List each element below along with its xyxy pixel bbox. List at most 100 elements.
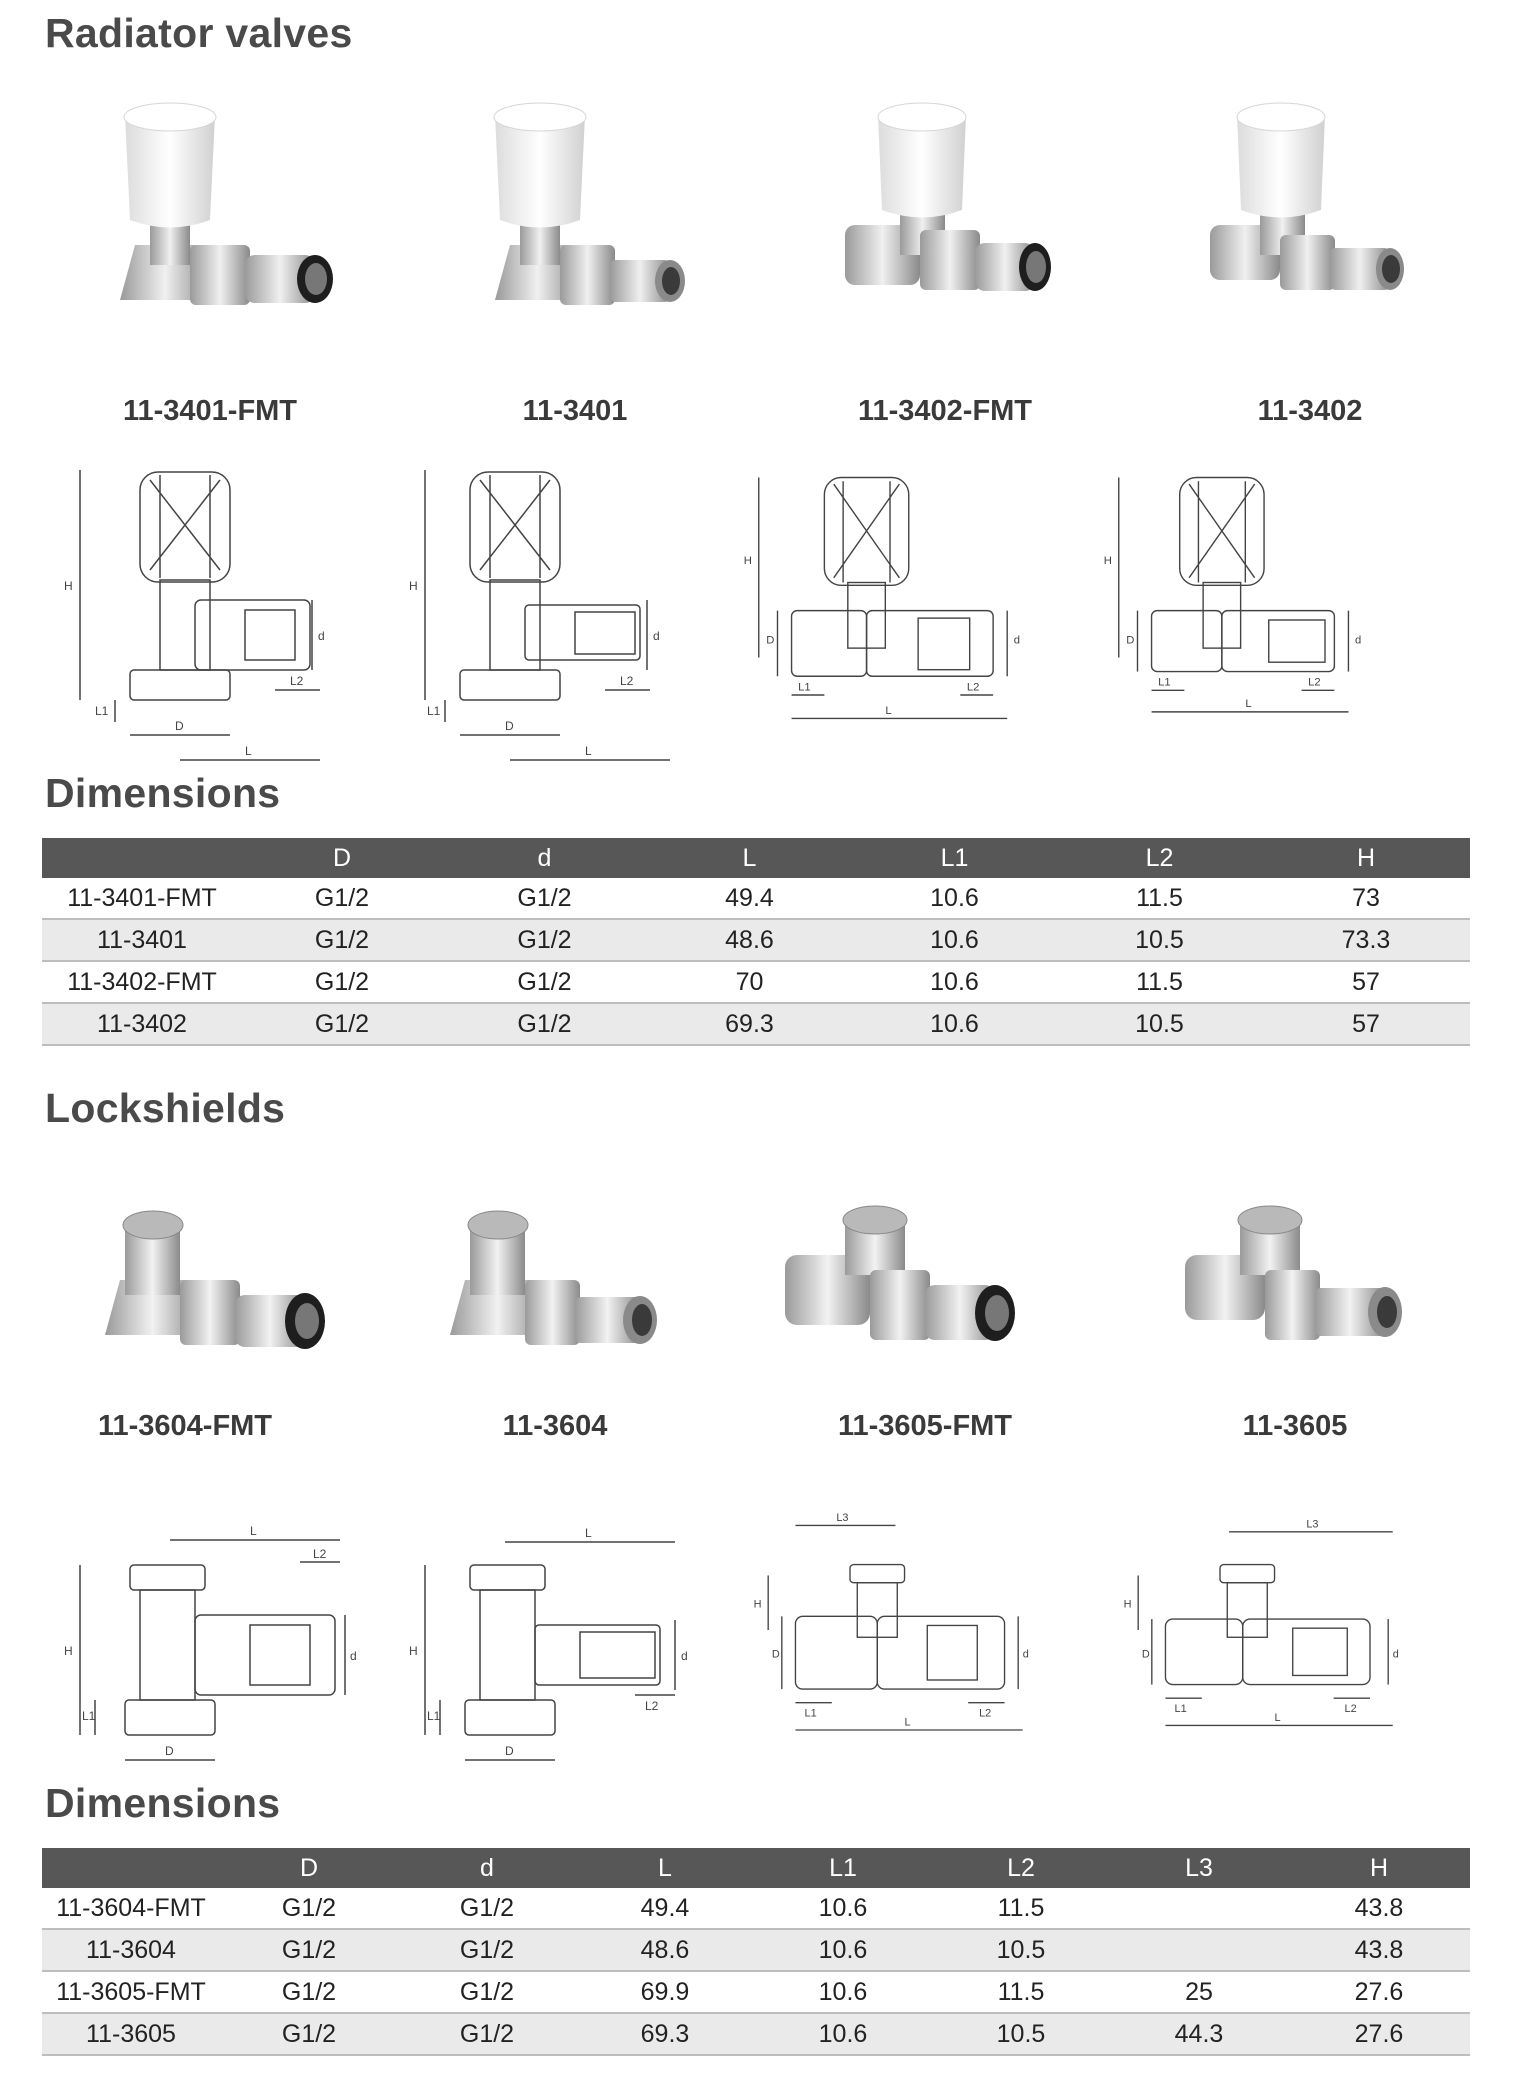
cell-L: 69.3 [576,2013,754,2056]
cell-L2: 10.5 [932,1929,1110,1972]
dim-h: H [64,579,73,593]
dimensions-table-radiator: D d L L1 L2 H 11-3401-FMT G1/2 G1/2 49.4… [42,838,1470,1046]
dim-d-upper: D [1126,634,1134,646]
cell-d: G1/2 [398,2013,576,2056]
cell-H: 57 [1262,961,1470,1004]
cell-model: 11-3402 [42,1003,242,1046]
cell-L1: 10.6 [754,1971,932,2014]
cell-d: G1/2 [442,919,647,962]
table-header-row: D d L L1 L2 L3 H [42,1848,1470,1888]
photo-11-3604-fmt [105,1210,325,1349]
cell-H: 27.6 [1288,2013,1470,2056]
product-label-11-3402-fmt: 11-3402-FMT [857,395,1033,427]
dim-d-upper: D [1142,1648,1150,1660]
photo-11-3605-fmt [785,1205,1015,1341]
section-title-dimensions-lockshields: Dimensions [45,1780,281,1826]
dim-h: H [1124,1598,1132,1610]
dim-h: H [64,1644,73,1658]
cell-D: G1/2 [220,1971,398,2014]
dim-l2: L2 [967,681,980,693]
table-row: 11-3605-FMT G1/2 G1/2 69.9 10.6 11.5 25 … [42,1971,1470,2014]
drawing-11-3402-fmt: H D d L1 L2 L [744,476,1020,720]
table-row: 11-3402-FMT G1/2 G1/2 70 10.6 11.5 57 [42,961,1470,1004]
dim-l: L [1275,1712,1281,1724]
cell-L2: 11.5 [932,1971,1110,2014]
drawing-11-3401-fmt: H d L1 L2 D L [64,470,325,761]
product-label-11-3604-fmt: 11-3604-FMT [97,1410,273,1442]
cell-d: G1/2 [398,1888,576,1930]
column-header-model [42,1848,220,1888]
cell-D: G1/2 [242,961,442,1004]
column-header-L: L [576,1848,754,1888]
cell-model: 11-3402-FMT [42,961,242,1004]
cell-L2: 10.5 [932,2013,1110,2056]
photo-11-3402 [1210,102,1404,290]
cell-model: 11-3604 [42,1929,220,1972]
section-title-lockshields: Lockshields [45,1085,286,1131]
cell-model: 11-3605-FMT [42,1971,220,2014]
dim-h: H [754,1598,762,1610]
dim-l2: L2 [313,1547,327,1561]
dim-l2: L2 [1308,677,1321,689]
photo-11-3605 [1185,1205,1402,1340]
dim-l: L [250,1524,257,1538]
cell-L: 49.4 [576,1888,754,1930]
cell-L1: 10.6 [852,919,1057,962]
product-label-11-3402: 11-3402 [1257,395,1363,427]
drawing-11-3604-fmt: H d L1 L L2 D [64,1524,357,1761]
dim-l2: L2 [645,1699,659,1713]
cell-d: G1/2 [442,878,647,920]
column-header-d: d [442,838,647,878]
dim-d: d [1023,1648,1029,1660]
dim-l3: L3 [836,1512,848,1524]
product-label-11-3604: 11-3604 [502,1410,608,1442]
cell-D: G1/2 [242,878,442,920]
cell-L1: 10.6 [754,1929,932,1972]
cell-L: 48.6 [647,919,852,962]
photo-11-3402-fmt [845,102,1051,291]
dim-d: d [653,629,660,643]
cell-model: 11-3604-FMT [42,1888,220,1930]
column-header-L3: L3 [1110,1848,1288,1888]
cell-H: 43.8 [1288,1929,1470,1972]
dim-l2: L2 [290,674,304,688]
column-header-L2: L2 [932,1848,1110,1888]
table-row: 11-3402 G1/2 G1/2 69.3 10.6 10.5 57 [42,1003,1470,1046]
dim-d-upper: D [766,634,774,646]
dim-l1: L1 [1158,677,1171,689]
dim-d: d [681,1649,688,1663]
section-title-radiator-valves: Radiator valves [45,10,353,56]
cell-L3 [1110,1929,1288,1972]
cell-L3: 44.3 [1110,2013,1288,2056]
dim-d-upper: D [772,1648,780,1660]
dim-l: L [245,744,252,758]
table-row: 11-3604-FMT G1/2 G1/2 49.4 10.6 11.5 43.… [42,1888,1470,1930]
section-title-dimensions-radiator: Dimensions [45,770,281,816]
drawing-11-3401: H d L1 L2 D L [409,470,670,761]
cell-model: 11-3605 [42,2013,220,2056]
cell-L1: 10.6 [852,878,1057,920]
product-label-11-3401-fmt: 11-3401-FMT [122,395,298,427]
column-header-D: D [242,838,442,878]
cell-L1: 10.6 [852,961,1057,1004]
dim-l3: L3 [1306,1518,1318,1530]
dim-l2: L2 [1345,1703,1357,1715]
dim-l2: L2 [620,674,634,688]
dim-l1: L1 [427,1709,441,1723]
photo-11-3401 [493,102,685,305]
dim-l: L [585,1526,592,1540]
column-header-model [42,838,242,878]
cell-d: G1/2 [442,961,647,1004]
cell-H: 27.6 [1288,1971,1470,2014]
cell-L2: 11.5 [1057,961,1262,1004]
dim-d-upper: D [165,1744,174,1758]
dim-d: d [318,629,325,643]
table-row: 11-3401-FMT G1/2 G1/2 49.4 10.6 11.5 73 [42,878,1470,920]
dim-d-upper: D [505,1744,514,1758]
dim-l: L [585,744,592,758]
column-header-L2: L2 [1057,838,1262,878]
cell-L: 69.3 [647,1003,852,1046]
cell-H: 57 [1262,1003,1470,1046]
cell-L: 49.4 [647,878,852,920]
dim-d: d [1393,1648,1399,1660]
